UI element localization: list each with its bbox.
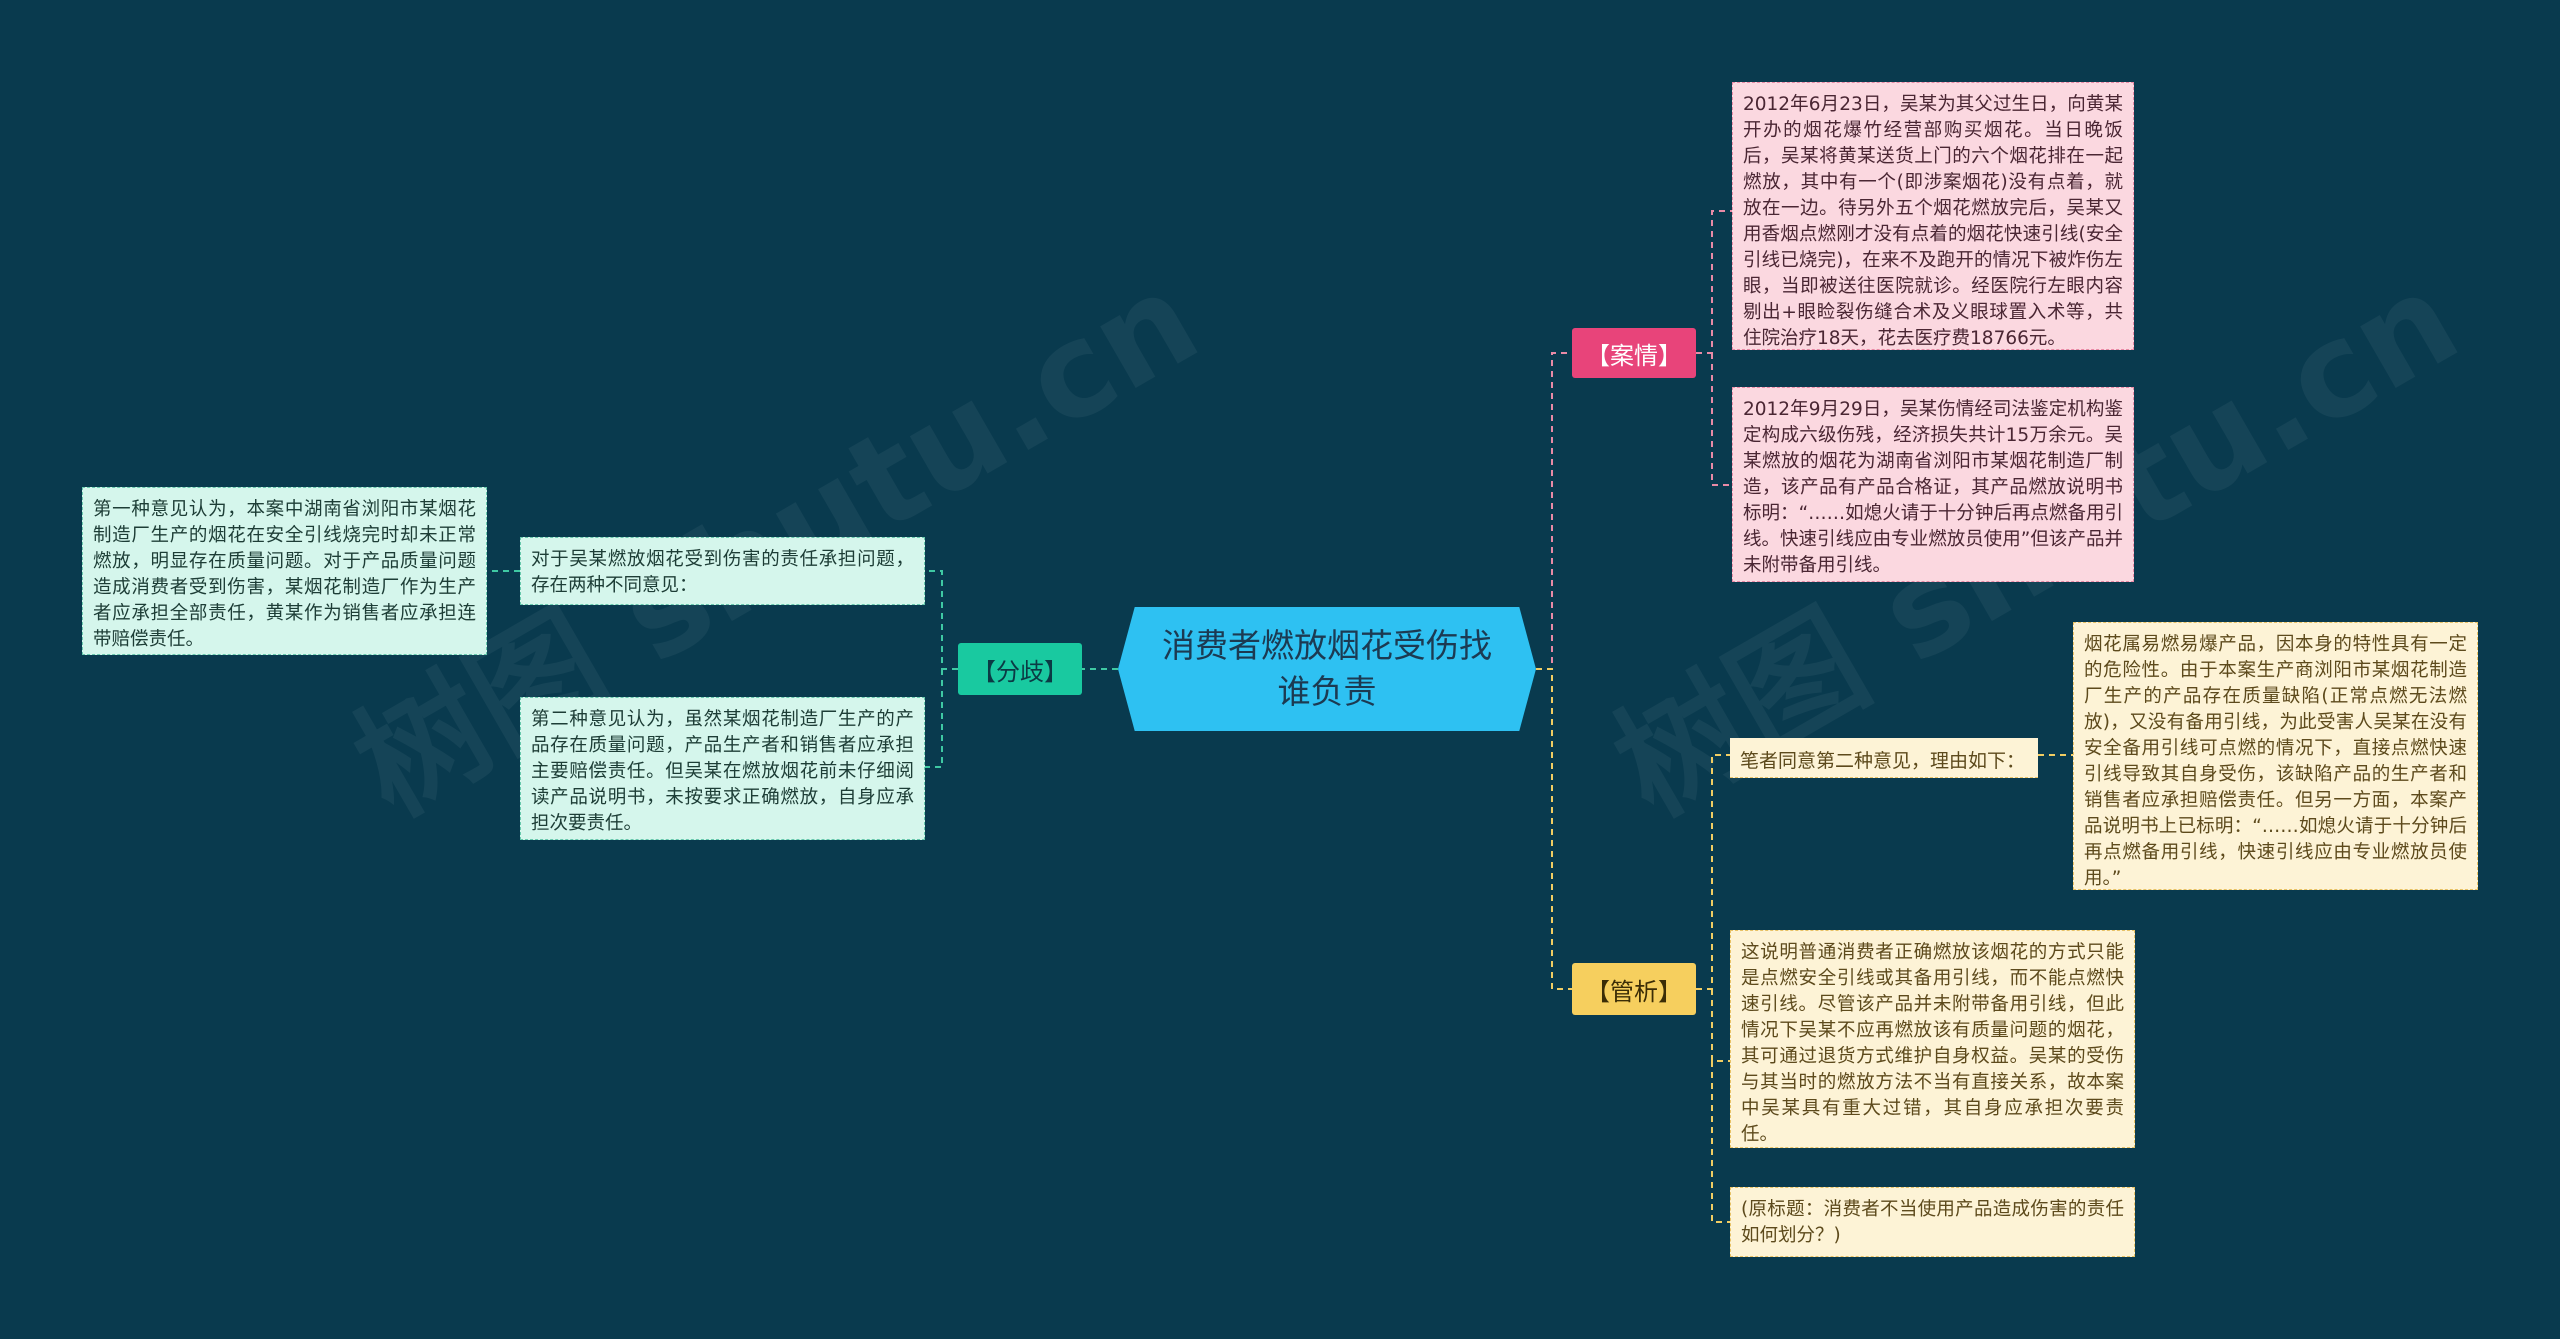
case-fact-2-text: 2012年9月29日，吴某伤情经司法鉴定机构鉴定构成六级伤残，经济损失共计15万… — [1743, 399, 2123, 576]
link-guanxi-agree — [1696, 754, 1730, 990]
second-opinion-text: 第二种意见认为，虽然某烟花制造厂生产的产品存在质量问题，产品生产者和销售者应承担… — [531, 709, 914, 834]
disagreement-intro[interactable]: 对于吴某燃放烟花受到伤害的责任承担问题，存在两种不同意见： — [520, 537, 925, 605]
center-topic[interactable]: 消费者燃放烟花受伤找谁负责 — [1118, 607, 1536, 731]
first-opinion[interactable]: 第一种意见认为，本案中湖南省浏阳市某烟花制造厂生产的烟花在安全引线烧完时却未正常… — [82, 487, 487, 655]
case-fact-1[interactable]: 2012年6月23日，吴某为其父过生日，向黄某开办的烟花爆竹经营部购买烟花。当日… — [1732, 82, 2134, 350]
branch-analysis[interactable]: 【管析】 — [1572, 963, 1696, 1015]
branch-disagreement[interactable]: 【分歧】 — [958, 643, 1082, 695]
branch-disagreement-label: 【分歧】 — [972, 657, 1068, 686]
branch-case-facts[interactable]: 【案情】 — [1572, 328, 1696, 378]
case-fact-1-text: 2012年6月23日，吴某为其父过生日，向黄某开办的烟花爆竹经营部购买烟花。当日… — [1743, 94, 2123, 349]
author-agree-note[interactable]: 笔者同意第二种意见，理由如下： — [1730, 738, 2038, 778]
analysis-reason-text: 烟花属易燃易爆产品，因本身的特性具有一定的危险性。由于本案生产商浏阳市某烟花制造… — [2084, 634, 2467, 889]
disagreement-intro-text: 对于吴某燃放烟花受到伤害的责任承担问题，存在两种不同意见： — [531, 549, 914, 596]
link-center-guanxi — [1536, 668, 1572, 990]
center-topic-title: 消费者燃放烟花受伤找谁负责 — [1162, 625, 1492, 711]
link-anqing-fact2 — [1711, 353, 1732, 486]
link-guanxi-analysis — [1711, 989, 1730, 1062]
link-fenqi-second — [925, 669, 943, 768]
first-opinion-text: 第一种意见认为，本案中湖南省浏阳市某烟花制造厂生产的烟花在安全引线烧完时却未正常… — [93, 499, 476, 650]
analysis-conclusion-text: 这说明普通消费者正确燃放该烟花的方式只能是点燃安全引线或其备用引线，而不能点燃快… — [1741, 942, 2124, 1145]
link-anqing-fact1 — [1696, 210, 1732, 354]
original-title-note[interactable]: (原标题：消费者不当使用产品造成伤害的责任如何划分？) — [1730, 1187, 2135, 1257]
analysis-conclusion[interactable]: 这说明普通消费者正确燃放该烟花的方式只能是点燃安全引线或其备用引线，而不能点燃快… — [1730, 930, 2135, 1148]
case-fact-2[interactable]: 2012年9月29日，吴某伤情经司法鉴定机构鉴定构成六级伤残，经济损失共计15万… — [1732, 387, 2134, 582]
branch-case-facts-label: 【案情】 — [1586, 341, 1682, 370]
link-fenqi-intro — [925, 570, 958, 670]
original-title-note-text: (原标题：消费者不当使用产品造成伤害的责任如何划分？) — [1741, 1199, 2124, 1246]
second-opinion[interactable]: 第二种意见认为，虽然某烟花制造厂生产的产品存在质量问题，产品生产者和销售者应承担… — [520, 697, 925, 840]
author-agree-note-text: 笔者同意第二种意见，理由如下： — [1740, 750, 2026, 772]
analysis-reason[interactable]: 烟花属易燃易爆产品，因本身的特性具有一定的危险性。由于本案生产商浏阳市某烟花制造… — [2073, 622, 2478, 890]
link-guanxi-source — [1711, 1061, 1730, 1223]
link-center-anqing — [1536, 352, 1572, 670]
branch-analysis-label: 【管析】 — [1586, 977, 1682, 1006]
